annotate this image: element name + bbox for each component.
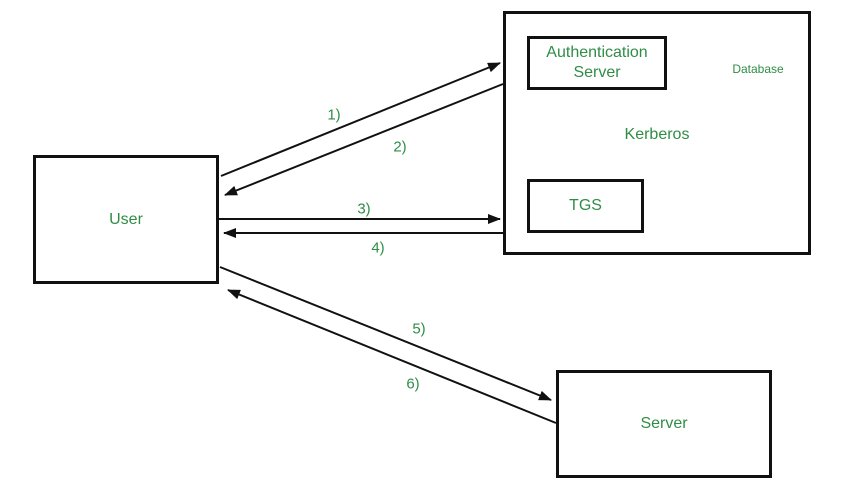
authentication-server-label: Authentication Server [546, 44, 648, 81]
arrow-label-4: 4) [371, 239, 385, 257]
server-label: Server [640, 415, 688, 433]
arrow-6-server-to-user [227, 289, 557, 424]
arrow-5-user-to-server [219, 266, 552, 401]
database-label: Database [732, 62, 784, 76]
kerberos-label: Kerberos [624, 126, 690, 143]
user-label: User [109, 210, 143, 228]
node-authentication-server: Authentication Server [527, 36, 667, 90]
arrow-2-authentication-server-to-user [224, 83, 504, 196]
arrow-label-5: 5) [412, 320, 426, 338]
tgs-label: TGS [569, 197, 602, 215]
arrow-label-6: 6) [406, 375, 420, 393]
arrow-label-3: 3) [357, 200, 371, 218]
arrow-1-user-to-authentication-server [220, 62, 501, 177]
arrow-label-2: 2) [393, 138, 407, 156]
arrow-label-1: 1) [327, 106, 341, 124]
node-server: Server [556, 370, 772, 478]
node-user: User [33, 155, 219, 284]
node-tgs: TGS [527, 179, 644, 233]
